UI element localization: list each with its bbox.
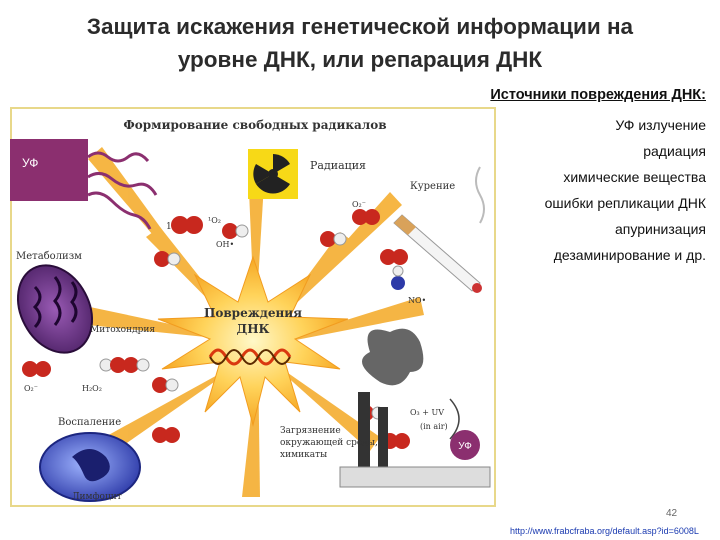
molecule-icon (152, 377, 179, 393)
center-label-2: ДНК (237, 322, 270, 336)
radiation-label: Радиация (310, 159, 366, 172)
sources-list: УФ излучение радиация химические веществ… (545, 112, 706, 268)
source-item: ошибки репликации ДНК (544, 195, 706, 211)
no-label: NO• (408, 296, 426, 305)
pollution-label-3: химикаты (280, 450, 327, 460)
dna-helix-icon (208, 348, 292, 366)
molecule-icon (352, 209, 380, 225)
molecule-icon (171, 216, 203, 234)
center-label-1: Повреждения (204, 306, 302, 320)
source-item: дезаминирование и др. (553, 247, 706, 263)
smoking-label: Курение (410, 181, 455, 192)
molecule-icon (222, 223, 249, 239)
source-item: радиация (643, 143, 706, 159)
h2o2-label: H₂O₂ (82, 384, 102, 393)
smoke-icon (475, 166, 485, 224)
lymphocyte-label: Лимфоцит (72, 492, 122, 502)
page-number: 42 (666, 508, 678, 519)
cycle-arrow-icon (449, 398, 460, 440)
factory-icon (339, 328, 491, 488)
pollution-label-1: Загрязнение (280, 426, 341, 436)
molecule-icon (152, 427, 180, 443)
sources-heading: Источники повреждения ДНК: (490, 87, 706, 103)
molecule-icon (320, 231, 347, 247)
oh-label: OH• (216, 240, 234, 249)
molecules: ¹O₂ 1 OH• O₂⁻ NO• O₂⁻ H₂O₂ (22, 200, 426, 449)
o2minus-left-label: O₂⁻ (24, 384, 38, 393)
slide-title: Защита искажения генетической информации… (0, 10, 720, 76)
source-item: УФ излучение (615, 117, 706, 133)
metabolism-label: Метаболизм (16, 251, 82, 262)
molecule-icon (391, 265, 405, 290)
dna-damage-illustration: Повреждения ДНК Формирование свободных р… (10, 107, 496, 507)
title-line-1: Защита искажения генетической информации… (86, 14, 634, 39)
source-url[interactable]: http://www.frabcfraba.org/default.asp?id… (510, 526, 699, 536)
source-item: апуринизация (615, 221, 706, 237)
pollution-label-2: окружающей среды, (280, 438, 378, 448)
uv-badge-icon (450, 430, 480, 460)
molecule-icon (154, 251, 181, 267)
o2minus-label: O₂⁻ (352, 200, 366, 209)
cigarette-icon (393, 214, 482, 293)
top-label: Формирование свободных радикалов (123, 118, 386, 132)
ozone-label: O₃ + UV (410, 408, 444, 417)
molecule-icon (380, 249, 408, 265)
uv-rays-icon (87, 151, 158, 230)
uv-panel (10, 139, 88, 201)
uv-left-label: УФ (22, 156, 38, 170)
in-air-label: (in air) (420, 422, 448, 431)
damage-starburst (157, 255, 349, 427)
uv-right-label: УФ (458, 441, 472, 452)
molecule-icon (99, 357, 150, 373)
dna-helix-strand-icon (209, 349, 291, 365)
molecule-icon (22, 361, 51, 377)
title-line-2: уровне ДНК, или репарация ДНК (177, 47, 543, 72)
mitochondria-label: Митохондрия (90, 325, 155, 335)
source-item: химические вещества (563, 169, 706, 185)
inflammation-label: Воспаление (58, 417, 121, 428)
dna-damage-figure: Повреждения ДНК Формирование свободных р… (10, 107, 496, 507)
o2-label: ¹O₂ (208, 216, 221, 225)
num-label: 1 (166, 222, 172, 232)
